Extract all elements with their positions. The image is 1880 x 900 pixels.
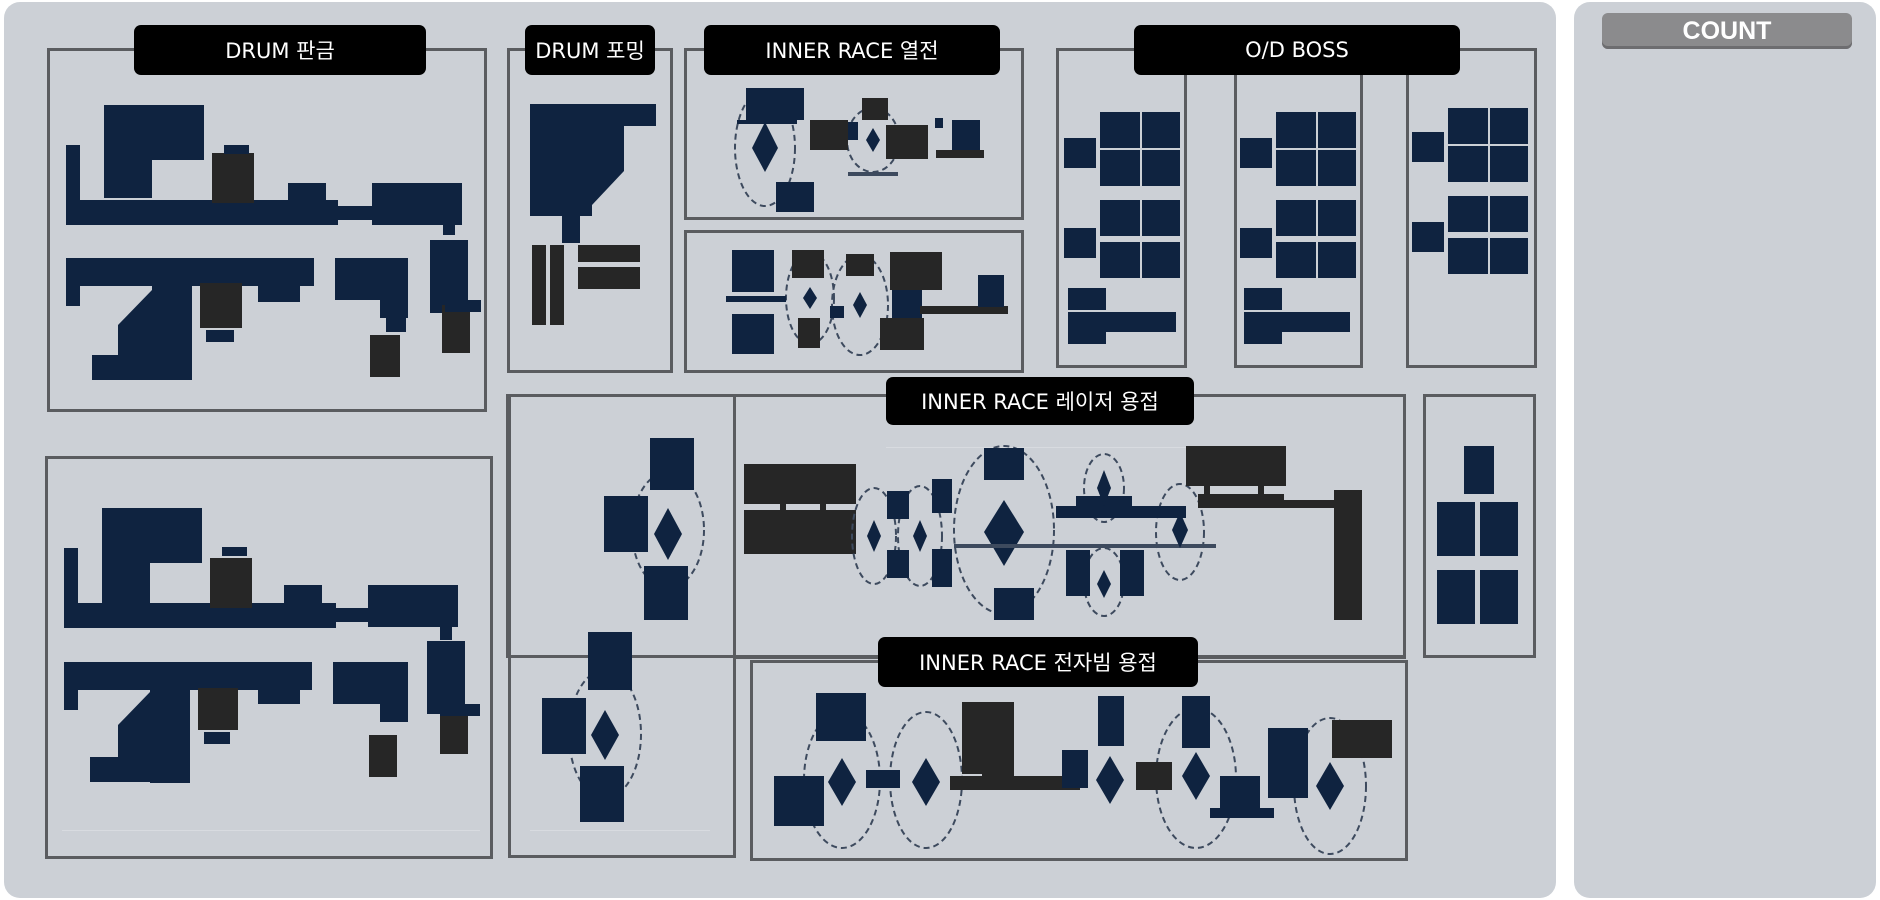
inner-race-ebeam-machines — [774, 693, 1392, 855]
count-header[interactable]: COUNT — [1602, 13, 1852, 49]
zone-od-boss-4[interactable] — [1423, 394, 1536, 658]
divider — [62, 830, 480, 831]
title-drum-stamping: DRUM 판금 — [134, 25, 426, 75]
drum-forming-machines — [530, 104, 656, 325]
count-panel — [1574, 2, 1876, 898]
od-boss-machines — [1064, 108, 1528, 624]
inner-race-laser-machines — [542, 438, 1362, 822]
drum-stamping-machines-top — [66, 105, 481, 380]
title-inner-race-laser: INNER RACE 레이저 용접 — [886, 377, 1194, 425]
drum-stamping-machines-bottom — [64, 508, 480, 783]
zone-inner-race-heat-bottom[interactable] — [684, 230, 1024, 373]
zone-inner-race-laser-left[interactable] — [508, 394, 736, 858]
title-inner-race-ebeam: INNER RACE 전자빔 용접 — [878, 637, 1198, 687]
zone-drum-stamping-bottom[interactable] — [45, 456, 493, 859]
title-drum-forming: DRUM 포밍 — [525, 25, 655, 75]
divider — [530, 830, 710, 831]
inner-race-heat-machines-top — [734, 88, 984, 212]
divider — [886, 447, 1186, 448]
title-inner-race-heat: INNER RACE 열전 — [704, 25, 1000, 75]
title-od-boss: O/D BOSS — [1134, 25, 1460, 75]
zone-od-boss-3[interactable] — [1406, 48, 1537, 368]
inner-race-heat-machines-bottom — [726, 250, 1008, 356]
zone-od-boss-1[interactable] — [1056, 48, 1187, 368]
